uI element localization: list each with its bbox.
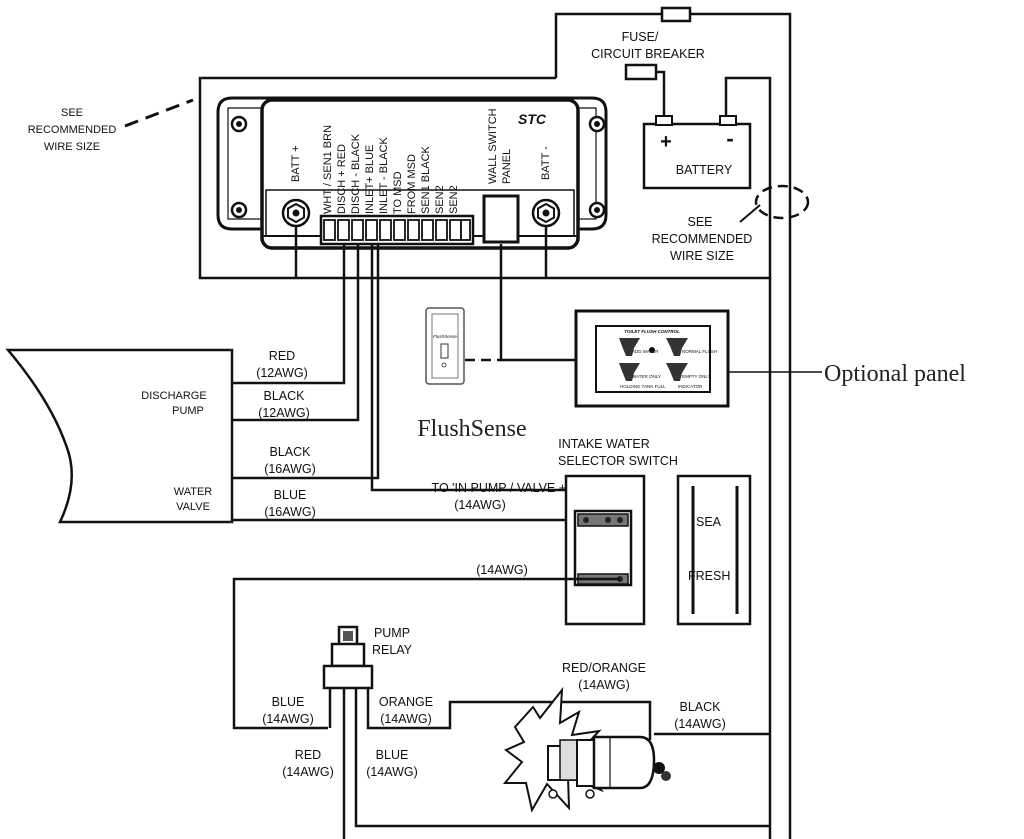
pump-relay (322, 625, 374, 690)
terminal-label-10: SEN2 (448, 185, 460, 214)
svg-text:WATER ONLY: WATER ONLY (632, 374, 661, 379)
fuse-label: FUSE/ (622, 30, 659, 44)
flushsense-label: FlushSense (417, 416, 526, 442)
wire-label-16awg-2: (16AWG) (264, 505, 316, 519)
wire-size-note-right: SEE RECOMMENDED WIRE SIZE (652, 184, 810, 263)
svg-text:NORMAL FLUSH: NORMAL FLUSH (682, 349, 717, 354)
intake-water-label: INTAKE WATER (558, 437, 649, 451)
optional-panel: TOILET FLUSH CONTROL ADD WATER NORMAL FL… (574, 309, 730, 408)
svg-text:EMPTY ONLY: EMPTY ONLY (682, 374, 711, 379)
terminal-label-6: TO MSD (392, 171, 404, 214)
wire-label-selector-14awg: (14AWG) (476, 563, 528, 577)
terminal-label-9: SEN2 (434, 185, 446, 214)
fuse-circuit-breaker (624, 63, 658, 81)
wire-label-12awg: (12AWG) (256, 366, 308, 380)
wire-label-red: RED (269, 349, 295, 363)
wall-switch-connector (482, 194, 520, 244)
svg-text:HOLDING TANK FULL: HOLDING TANK FULL (620, 384, 666, 389)
mounting-hole-icon (230, 115, 606, 219)
svg-text:INDICATOR: INDICATOR (678, 384, 703, 389)
wire-label-black: BLACK (264, 389, 306, 403)
panel-label: PANEL (501, 149, 513, 184)
selector-to-relay-wire (232, 577, 620, 730)
relay-wiring (328, 688, 770, 839)
intake-selector-switch: SEA FRESH (564, 474, 752, 626)
batt-minus-terminal (531, 198, 561, 228)
wall-switch-label: WALL SWITCH (487, 108, 499, 184)
wire-label-red-relay-awg: (14AWG) (282, 765, 334, 779)
svg-text:RECOMMENDED: RECOMMENDED (652, 232, 753, 246)
batt-plus-terminal (281, 198, 311, 228)
fuse-top (660, 6, 692, 23)
discharge-label: DISCHARGE (141, 390, 206, 402)
wire-label-blue-bottom: BLUE (376, 748, 409, 762)
pump-motor (502, 686, 671, 813)
wire-label-blue-relay: BLUE (272, 695, 305, 709)
wire-label-black-16: BLACK (270, 445, 312, 459)
sea-label: SEA (696, 515, 722, 529)
wire-label-16awg: (16AWG) (264, 462, 316, 476)
svg-text:SEE: SEE (687, 215, 712, 229)
wire-label-blue-bottom-awg: (14AWG) (366, 765, 418, 779)
wire-label-14awg: (14AWG) (454, 498, 506, 512)
wire-label-red-orange: RED/ORANGE (562, 661, 646, 675)
svg-text:SEE: SEE (61, 107, 83, 119)
battery-label: BATTERY (676, 163, 733, 177)
discharge-pump-water-valve: DISCHARGE PUMP WATER VALVE (5, 348, 234, 524)
svg-text:ADD WATER: ADD WATER (632, 349, 659, 354)
pump-relay-label-2: RELAY (372, 643, 413, 657)
battery: + - BATTERY (642, 115, 752, 190)
svg-text:WIRE SIZE: WIRE SIZE (670, 249, 734, 263)
wire-label-black-14-awg: (14AWG) (674, 717, 726, 731)
terminal-label-1: WHT / SEN1 BRN (322, 125, 334, 214)
wire-label-blue: BLUE (274, 488, 307, 502)
svg-text:RECOMMENDED: RECOMMENDED (28, 124, 117, 136)
circuit-breaker-label: CIRCUIT BREAKER (591, 47, 705, 61)
stc-wiring (232, 226, 626, 516)
wire-label-orange: ORANGE (379, 695, 433, 709)
svg-text:WIRE SIZE: WIRE SIZE (44, 141, 100, 153)
plus-icon: + (660, 131, 672, 153)
stc-label: STC (518, 111, 547, 127)
wire-label-12awg-2: (12AWG) (258, 406, 310, 420)
terminal-strip (319, 214, 475, 246)
wire-label-black-14: BLACK (680, 700, 722, 714)
terminal-label-batt-minus: BATT - (540, 146, 552, 180)
wire-label-orange-awg: (14AWG) (380, 712, 432, 726)
wire-label-red-orange-awg: (14AWG) (578, 678, 630, 692)
optional-panel-label: Optional panel (824, 361, 966, 387)
to-in-pump-label: TO 'IN PUMP / VALVE +' (432, 481, 569, 495)
wire-size-note-left: SEE RECOMMENDED WIRE SIZE (28, 98, 194, 153)
pump-label: PUMP (172, 405, 204, 417)
selector-switch-label: SELECTOR SWITCH (558, 454, 678, 468)
fresh-label: FRESH (688, 569, 730, 583)
terminal-label-3: DISCH - BLACK (350, 133, 362, 214)
wire-label-blue-relay-awg: (14AWG) (262, 712, 314, 726)
water-label: WATER (174, 486, 213, 498)
flushsense-switch: FlushSense (425, 307, 465, 385)
terminal-label-8: SEN1 BLACK (420, 145, 432, 214)
wire-label-red-relay: RED (295, 748, 321, 762)
pump-relay-label-1: PUMP (374, 626, 410, 640)
terminal-label-5: INLET - BLACK (378, 137, 390, 214)
svg-text:TOILET FLUSH CONTROL: TOILET FLUSH CONTROL (624, 329, 680, 334)
stc-controller: STC BATT + (216, 96, 608, 250)
terminal-label-4: INLET+ BLUE (364, 145, 376, 214)
terminal-label-2: DISCH + RED (336, 144, 348, 214)
terminal-label-7: FROM MSD (406, 154, 418, 214)
svg-text:FlushSense: FlushSense (433, 334, 457, 339)
minus-icon: - (726, 126, 733, 151)
terminal-label-batt-plus: BATT + (290, 145, 302, 182)
power-wiring (198, 6, 792, 839)
valve-label: VALVE (176, 501, 210, 513)
